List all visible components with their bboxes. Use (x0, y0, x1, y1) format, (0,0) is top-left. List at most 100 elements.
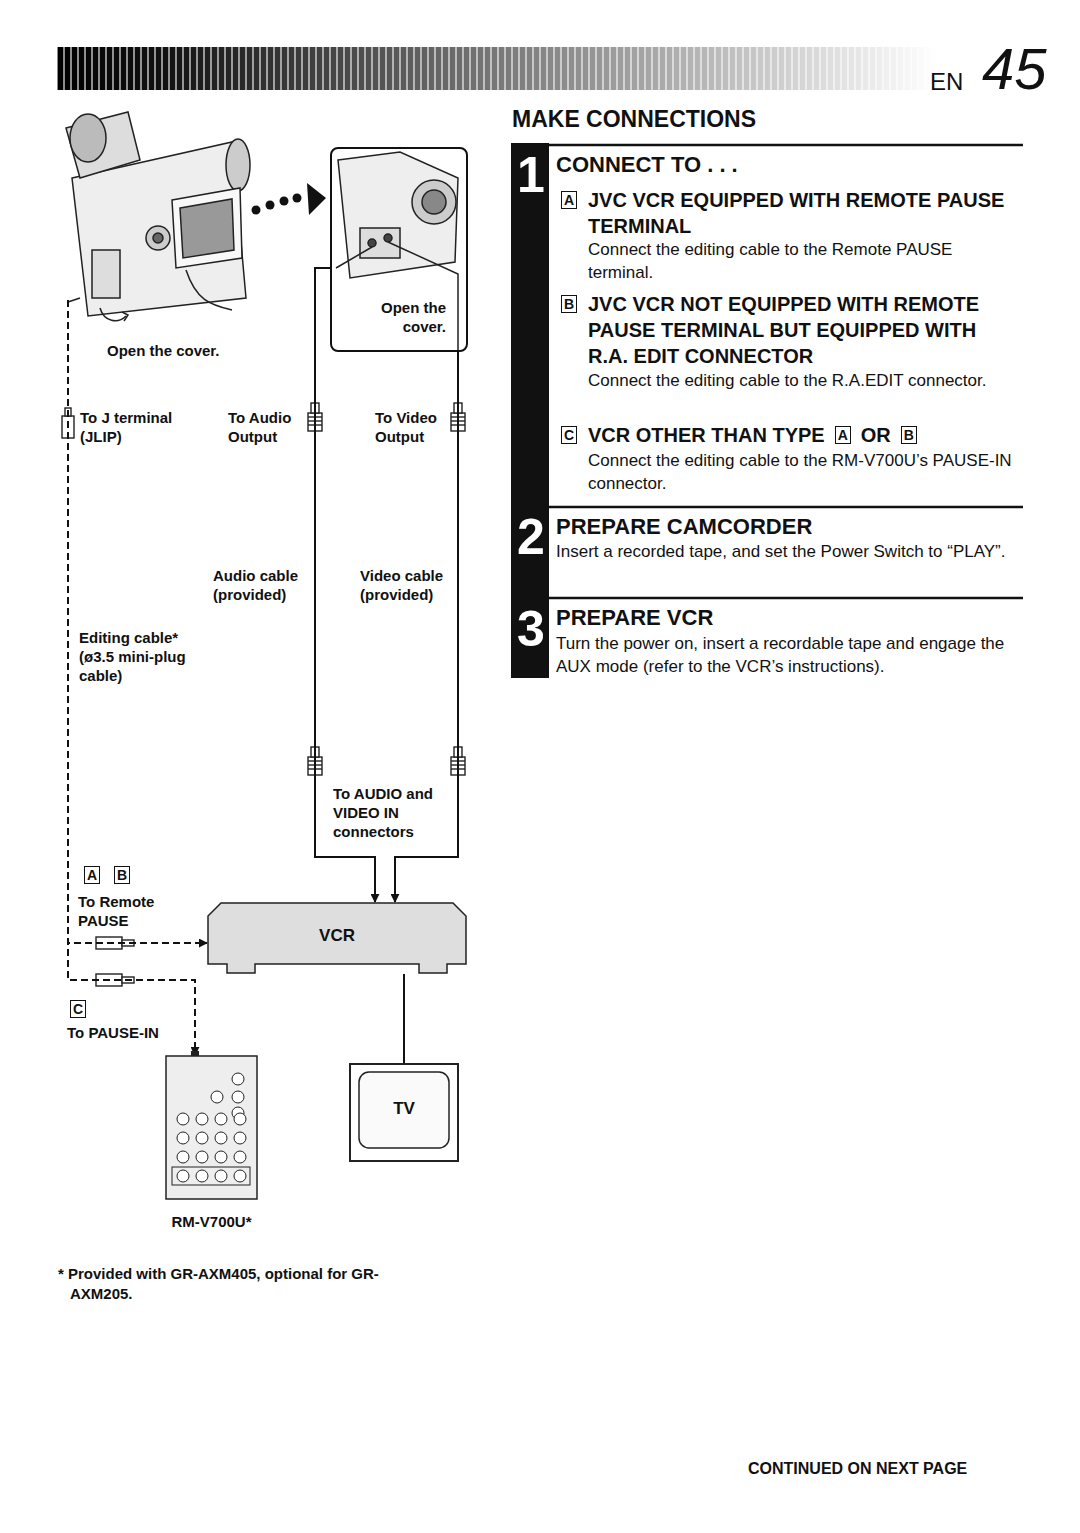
pointer-dots-part (293, 194, 302, 203)
remote-buttons (172, 1073, 250, 1185)
node-text: Open the cover. (362, 299, 446, 337)
pointer-dots-part (307, 183, 326, 215)
node-text: Open the cover. (107, 342, 220, 359)
page-number: 45 (982, 40, 1047, 98)
tv-set: TV (349, 1063, 459, 1163)
shape-part (234, 1151, 246, 1163)
cable-label: Editing cable* (ø3.5 mini-plug cable) (79, 629, 207, 685)
camcorder-detail-part (338, 152, 458, 278)
page-title: MAKE CONNECTIONS (512, 106, 756, 133)
shape-part (215, 1170, 227, 1182)
shape-part (172, 1167, 250, 1185)
type-letter: A (84, 866, 100, 884)
camcorder-drawing-part (68, 298, 80, 302)
terminal-label: To PAUSE-IN (67, 1024, 187, 1043)
shape-part (177, 1151, 189, 1163)
camcorder-drawing-part (146, 226, 170, 250)
camcorder-detail-part (336, 247, 372, 268)
option-heading: JVC VCR NOT EQUIPPED WITH REMOTE PAUSE T… (588, 291, 1018, 369)
continued-note: CONTINUED ON NEXT PAGE (748, 1460, 967, 1478)
shape-part (234, 1132, 246, 1144)
vcr-box: VCR (207, 902, 467, 974)
camcorder-drawing-part (92, 250, 120, 298)
node-text: TV (349, 1099, 459, 1119)
rule (511, 144, 1023, 147)
body-text: Connect the editing cable to the RM-V700… (588, 449, 1018, 496)
camcorder-detail-part (412, 180, 456, 224)
option-heading: JVC VCR EQUIPPED WITH REMOTE PAUSE TERMI… (588, 187, 1018, 239)
shape-part (196, 1113, 208, 1125)
type-letter: B (114, 866, 130, 884)
camcorder-drawing-part (186, 270, 232, 310)
camcorder-figure: Open the cover. (62, 110, 302, 300)
pointer-dots-part (266, 201, 275, 210)
rule (549, 506, 1023, 509)
output-label: To Audio Output (228, 409, 313, 447)
step-number: 2 (517, 512, 545, 562)
step-bar (511, 143, 549, 678)
camcorder-detail (336, 152, 458, 352)
camcorder-drawing-part (172, 188, 242, 268)
remote-control: RM-V700U* (165, 1055, 258, 1200)
shape-part (215, 1132, 227, 1144)
body-text: Connect the editing cable to the R.A.EDI… (588, 369, 1018, 392)
remote-shape (165, 1055, 258, 1200)
type-letter: B (901, 426, 917, 444)
shape-part (232, 1073, 244, 1085)
step-heading: PREPARE VCR (556, 605, 713, 631)
shape-part (196, 1151, 208, 1163)
inset-box: Open the cover. (330, 147, 468, 352)
camcorder-drawing (66, 112, 250, 321)
footnote: * Provided with GR-AXM405, optional for … (58, 1264, 415, 1303)
header-bar (57, 47, 937, 90)
option-heading: OR (861, 422, 891, 448)
page-prefix: EN (930, 68, 963, 96)
camcorder-drawing-part (70, 114, 106, 162)
camcorder-detail-part (360, 228, 400, 258)
body-text: Connect the editing cable to the Remote … (588, 238, 1018, 285)
shape-part (232, 1091, 244, 1103)
body-text: Turn the power on, insert a recordable t… (556, 632, 1024, 679)
type-letter: C (561, 426, 577, 444)
node-text: RM-V700U* (155, 1213, 268, 1230)
vcr-outline (208, 903, 466, 973)
step-heading: PREPARE CAMCORDER (556, 514, 812, 540)
connector-label: To AUDIO and VIDEO IN connectors (333, 785, 455, 841)
camcorder-drawing-part (180, 199, 234, 258)
type-letter: C (70, 1000, 86, 1018)
cable-plugs (62, 403, 465, 986)
pointer-dots-part (280, 197, 289, 206)
output-label: To Video Output (375, 409, 455, 447)
shape-part (211, 1091, 223, 1103)
tv-outline (350, 1064, 458, 1161)
shape-part (177, 1132, 189, 1144)
shape-part (177, 1170, 189, 1182)
pointer-dots (252, 183, 327, 215)
camcorder-drawing-part (66, 112, 140, 178)
shape-part (215, 1113, 227, 1125)
body-text: Insert a recorded tape, and set the Powe… (556, 540, 1022, 563)
shape-part (234, 1113, 246, 1125)
step-number: 3 (517, 604, 545, 654)
camcorder-detail-part (422, 190, 446, 214)
remote-jack (191, 1051, 199, 1056)
shape-part (234, 1170, 246, 1182)
type-letter: A (835, 426, 851, 444)
step-number: 1 (517, 150, 545, 200)
terminal-label: To J terminal (JLIP) (80, 409, 205, 447)
pointer-dots-part (252, 206, 261, 215)
cable-label: Audio cable (provided) (213, 567, 311, 605)
camcorder-drawing-part (153, 233, 163, 243)
shape-part (215, 1151, 227, 1163)
camcorder-drawing-part (226, 139, 250, 191)
cable-label: Video cable (provided) (360, 567, 455, 605)
type-letter: A (561, 191, 577, 209)
cable-connector (403, 974, 405, 1063)
shape-part (196, 1132, 208, 1144)
camcorder-detail-part (368, 239, 376, 247)
terminal-label: To Remote PAUSE (78, 893, 174, 931)
header-stripes (57, 47, 937, 90)
